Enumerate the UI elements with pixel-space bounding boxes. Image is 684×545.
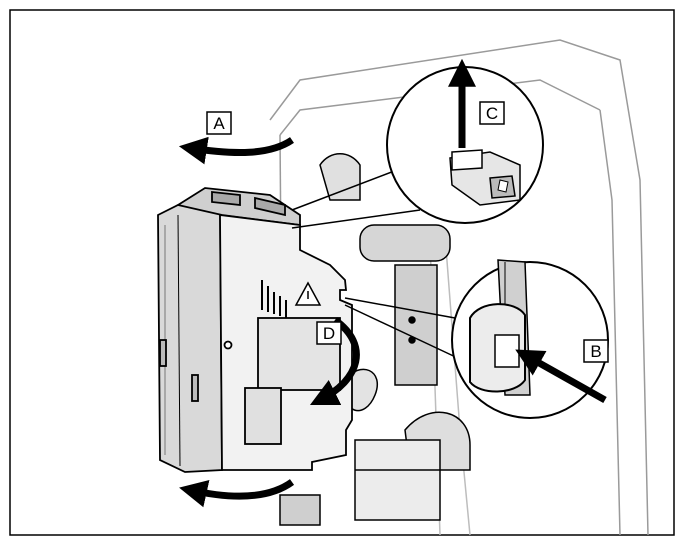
label-b: B [583,339,609,363]
control-panel-box [157,187,353,473]
svg-text:D: D [323,324,335,343]
svg-text:B: B [590,342,601,361]
arrow-icon [178,136,294,165]
arrow-icon [179,479,295,508]
label-d: D [316,321,342,345]
arrow-icon [515,349,607,404]
figure-frame [9,9,675,536]
svg-text:C: C [486,104,498,123]
rotation-arrows [178,136,360,508]
callout-leaders [291,164,463,361]
detail-circle-b [451,259,609,419]
arrow-icon [309,317,360,406]
label-a: A [206,111,232,135]
detail-circle-c [386,58,544,224]
svg-text:A: A [213,114,225,133]
label-c: C [479,101,505,125]
